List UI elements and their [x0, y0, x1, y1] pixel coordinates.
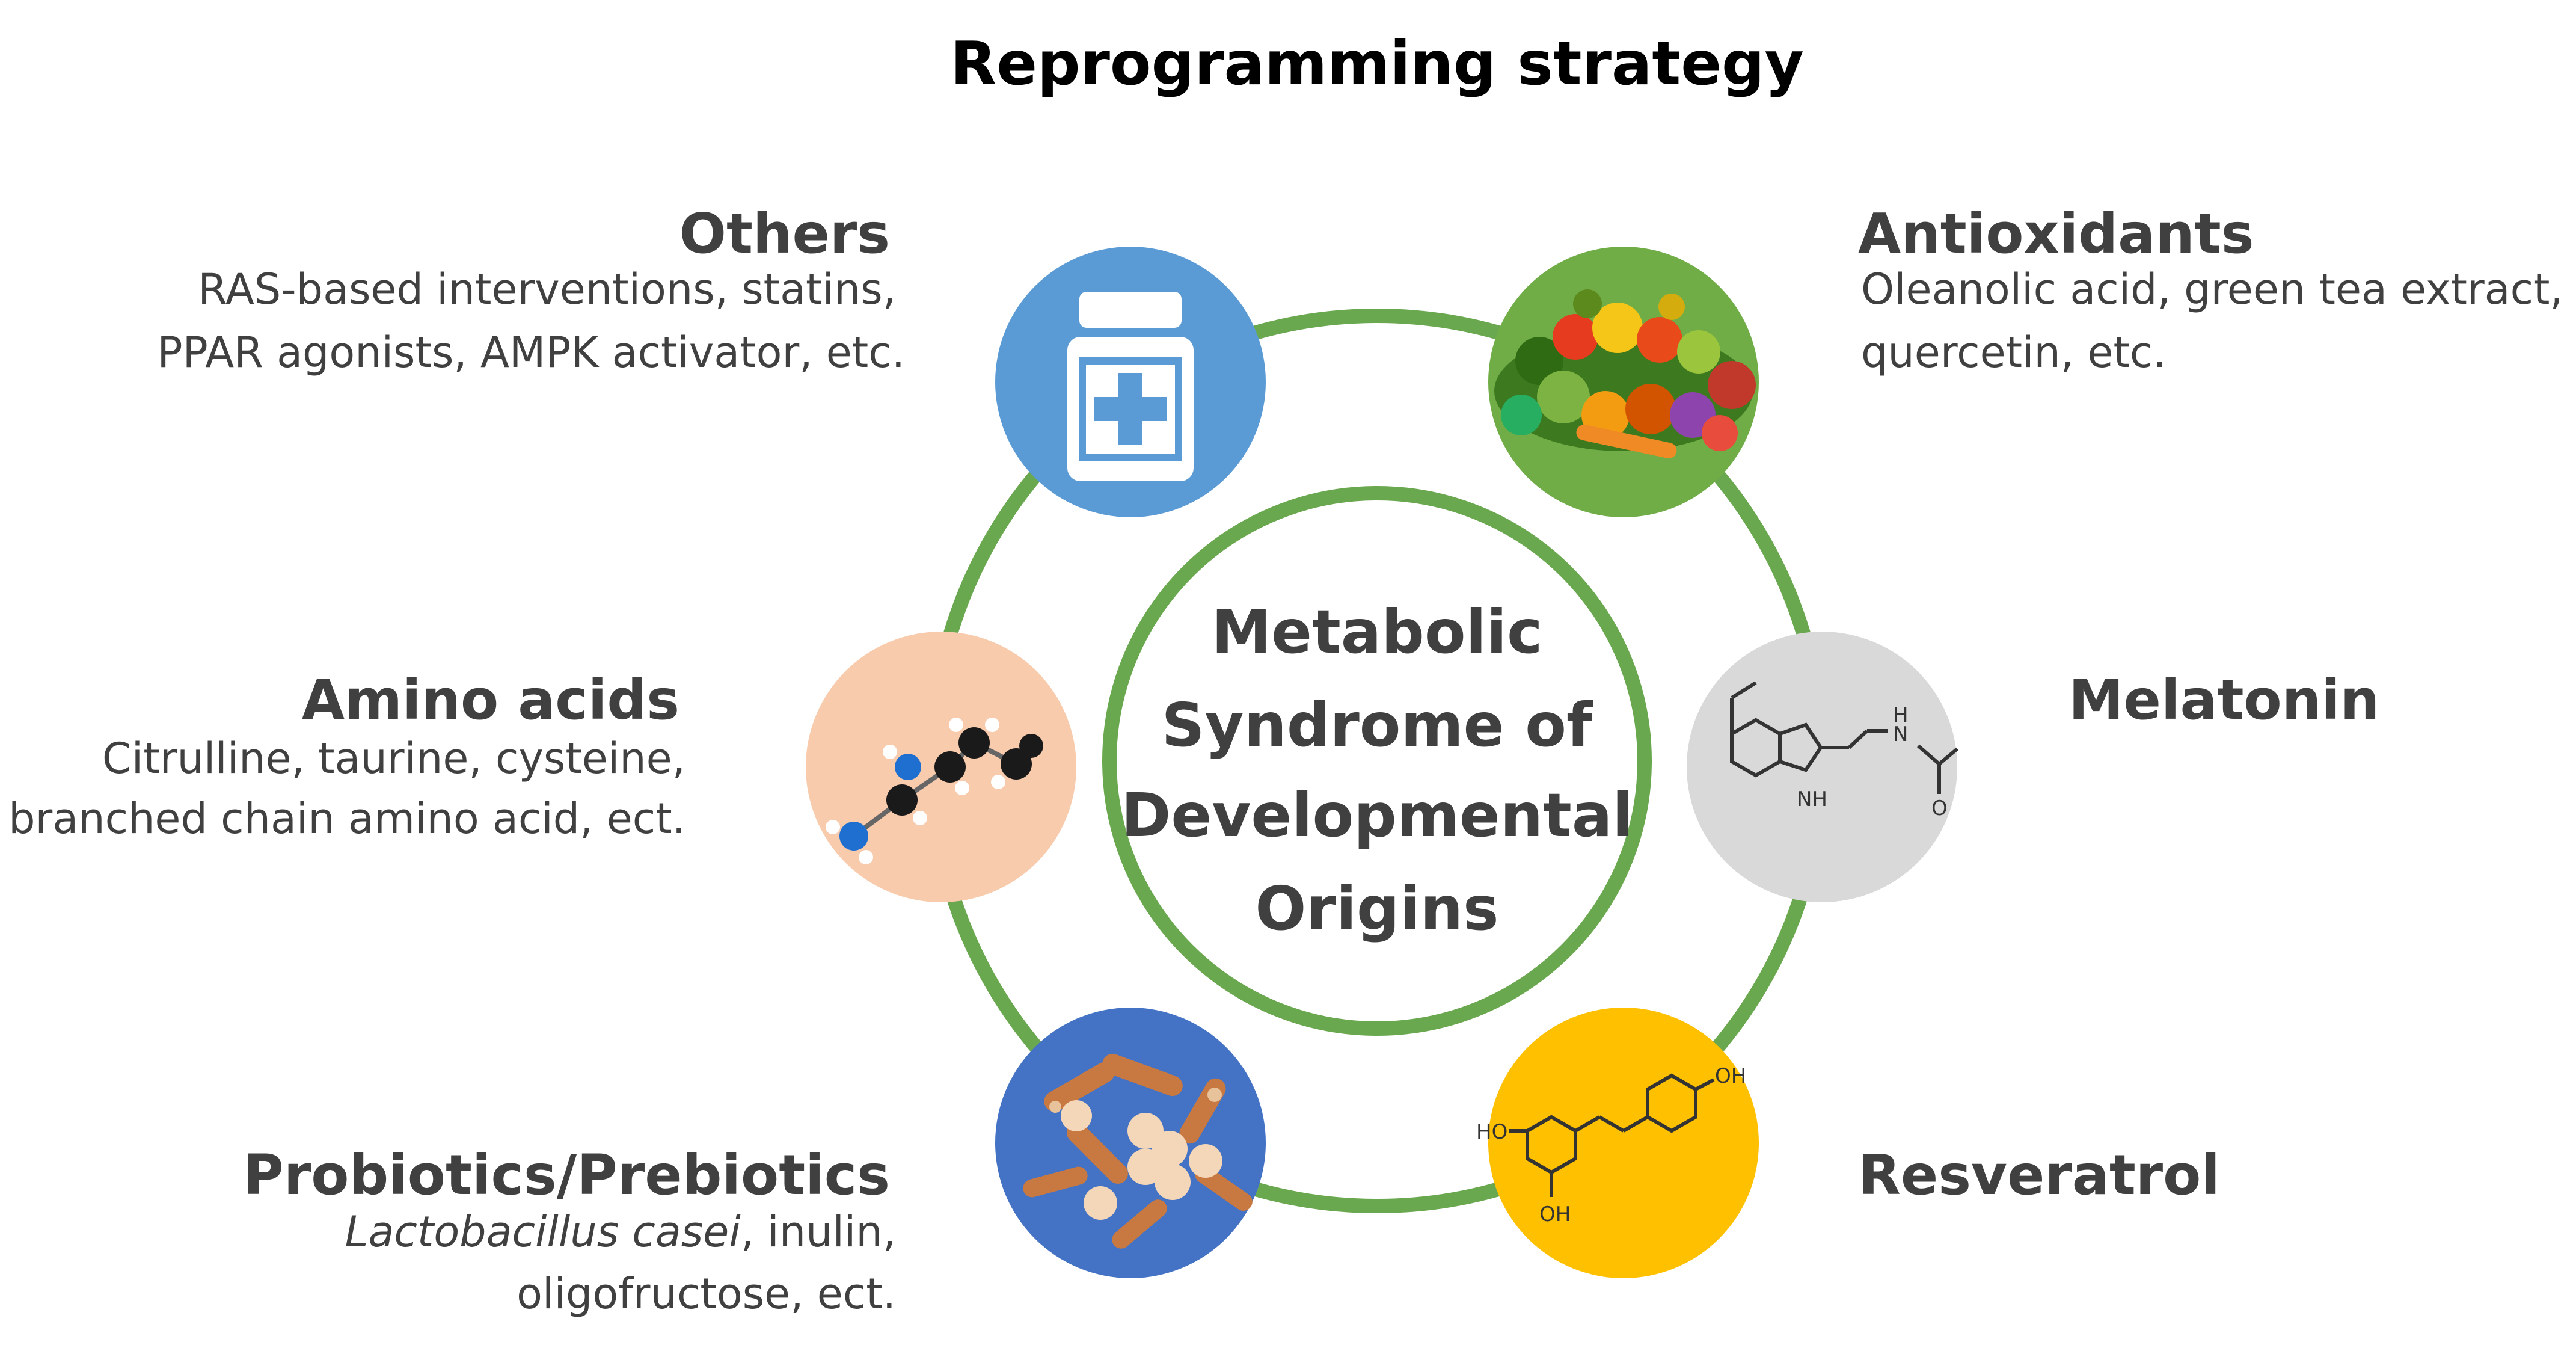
medicine-bottle-icon: [1067, 292, 1194, 481]
node-probiotics: [995, 1008, 1266, 1278]
melatonin-structure-icon: [1730, 681, 1958, 794]
node-resveratrol: HO OH OH: [1476, 1008, 1759, 1278]
center-line-3: Developmental: [1121, 780, 1633, 851]
melatonin-label-h: H: [1893, 703, 1909, 727]
resveratrol-label-ho: HO: [1476, 1120, 1507, 1144]
center-line-1: Metabolic: [1212, 597, 1543, 667]
melatonin-label-nh: NH: [1797, 787, 1827, 811]
antioxidants-desc-line-2: quercetin, etc.: [1861, 328, 2167, 377]
center-label: Metabolic Syndrome of Developmental Orig…: [1121, 597, 1633, 944]
melatonin-heading: Melatonin: [2068, 668, 2379, 732]
probiotics-desc-line-1-rest: , inulin,: [741, 1207, 896, 1257]
center-line-2: Syndrome of: [1161, 690, 1593, 760]
node-amino-acids: [806, 632, 1076, 902]
antioxidants-heading: Antioxidants: [1858, 202, 2254, 266]
center-line-4: Origins: [1255, 873, 1498, 944]
molecule-model-icon: [826, 718, 1043, 864]
resveratrol-heading: Resveratrol: [1858, 1143, 2220, 1207]
probiotics-desc-italic: Lactobacillus casei: [345, 1207, 741, 1257]
others-heading: Others: [679, 202, 890, 266]
fruits-vegetables-icon: [1494, 289, 1756, 459]
probiotics-desc-line-1: Lactobacillus casei, inulin,: [345, 1207, 896, 1257]
probiotics-desc-line-2: oligofructose, ect.: [517, 1269, 896, 1319]
resveratrol-circle: [1488, 1008, 1759, 1278]
bacteria-icon: [1023, 1053, 1253, 1249]
node-others: [995, 247, 1266, 517]
resveratrol-label-oh-bottom: OH: [1539, 1202, 1571, 1226]
others-desc-line-1: RAS-based interventions, statins,: [198, 265, 896, 314]
node-melatonin: N H O NH: [1687, 632, 1958, 902]
center-ring: [1102, 486, 1652, 1036]
diagram-title: Reprogramming strategy: [950, 28, 1804, 99]
probiotics-circle: [995, 1008, 1266, 1278]
amino-acids-desc-line-2: branched chain amino acid, ect.: [8, 794, 685, 843]
amino-acids-heading: Amino acids: [302, 668, 679, 732]
melatonin-circle: [1687, 632, 1957, 902]
resveratrol-label-oh-right: OH: [1715, 1064, 1746, 1088]
others-desc-line-2: PPAR agonists, AMPK activator, etc.: [157, 328, 905, 377]
node-antioxidants: [1488, 247, 1759, 517]
resveratrol-structure-icon: [1509, 1073, 1715, 1197]
melatonin-label-n: N: [1893, 722, 1908, 746]
amino-acids-desc-line-1: Citrulline, taurine, cysteine,: [102, 734, 685, 783]
antioxidants-desc-line-1: Oleanolic acid, green tea extract,: [1861, 265, 2563, 314]
probiotics-heading: Probiotics/Prebiotics: [243, 1143, 890, 1207]
melatonin-label-o: O: [1931, 796, 1948, 820]
